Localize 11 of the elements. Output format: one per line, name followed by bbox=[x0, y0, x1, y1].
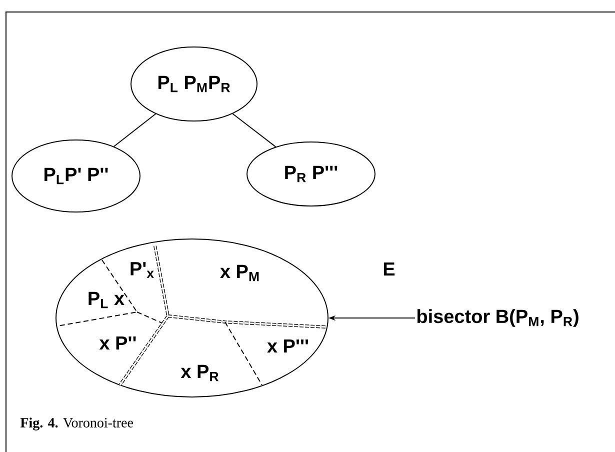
point-label: P$_{L}$ x bbox=[88, 292, 124, 308]
point-label: x P$_{M}$ bbox=[220, 264, 259, 282]
tree-edge bbox=[113, 113, 156, 147]
callout-text: bisector B(P$_{M}$, P$_{R}$) bbox=[417, 309, 578, 327]
point-label: P'$_{x}$ bbox=[130, 262, 154, 278]
point-label: x P'' bbox=[99, 336, 136, 350]
figure-caption: Fig. 4. Voronoi-tree bbox=[20, 418, 133, 430]
point-label: x P$_{R}$ bbox=[180, 364, 219, 382]
point-label: x P''' bbox=[267, 339, 308, 353]
ellipse-label: E bbox=[384, 262, 395, 276]
tree-edge bbox=[232, 113, 276, 148]
